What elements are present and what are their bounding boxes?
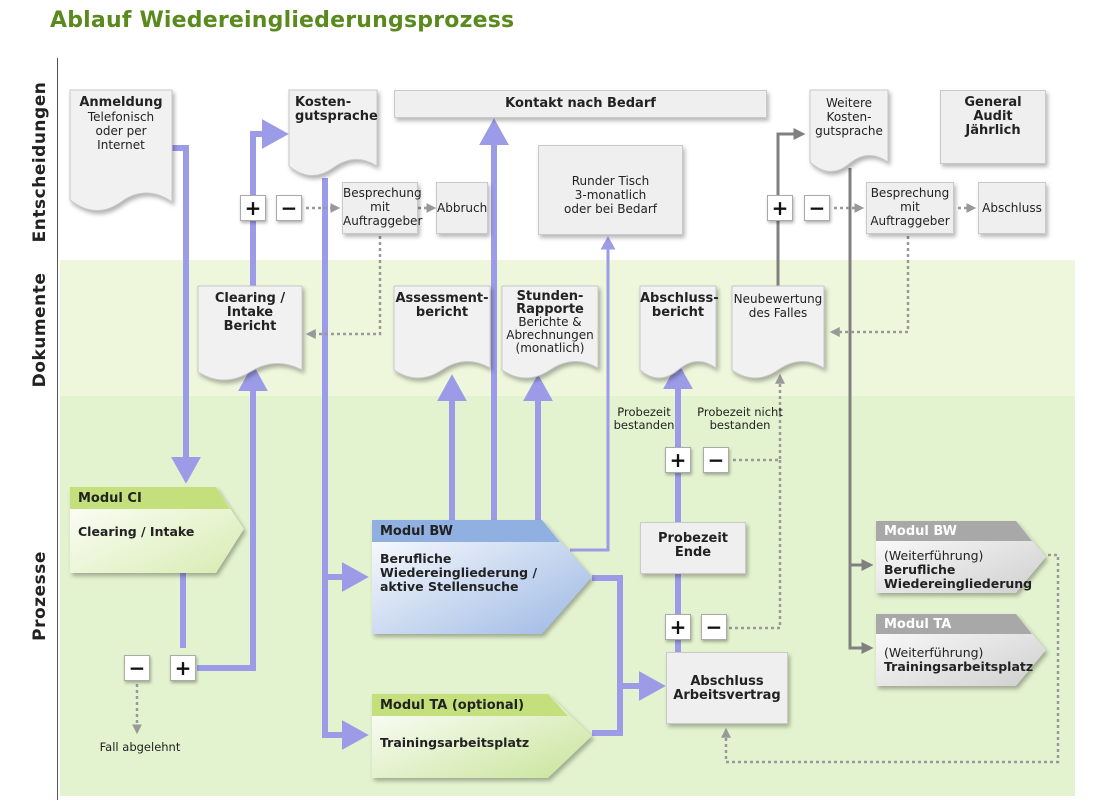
plus-sign-weitere: + — [767, 195, 793, 221]
abschluss-box: Abschluss — [978, 182, 1046, 234]
kostengutsprache-doc: Kosten- gutsprache — [288, 89, 378, 176]
plus-sign-ci: + — [170, 655, 196, 681]
minus-sign-av: − — [701, 614, 727, 640]
modul-ci: Modul CI Clearing / Intake — [70, 487, 244, 573]
abschluss-av-box: Abschluss Arbeitsvertrag — [666, 652, 788, 724]
kostengutsprache-label: Kosten- gutsprache — [295, 95, 378, 124]
abschlussbericht-doc: Abschluss- bericht — [639, 285, 719, 379]
dash-minus2-neubewertung — [729, 460, 782, 630]
modul-ta2-header: Modul TA — [884, 617, 952, 632]
modul-bw-body: Berufliche Wiedereingliederung / aktive … — [380, 551, 538, 594]
modul-ta-body: Trainingsarbeitsplatz — [380, 735, 530, 750]
probezeit-ende-box: Probezeit Ende — [640, 522, 746, 574]
modul-ci-header: Modul CI — [78, 491, 142, 506]
abschluss-av-label: Abschluss Arbeitsvertrag — [673, 674, 781, 703]
modul-ci-body: Clearing / Intake — [78, 524, 195, 539]
flow-bw-av — [592, 575, 666, 701]
besprechung1-label: Besprechung mit Auftraggeber — [343, 186, 423, 228]
assessment-label: Assessment- bericht — [395, 291, 489, 320]
fall-abgelehnt-label: Fall abgelehnt — [99, 740, 181, 754]
flow-neubewertung-weitere — [776, 128, 806, 286]
flow-weitere-bw2 — [848, 168, 874, 571]
lane-divider — [57, 58, 58, 800]
abschlussbericht-label: Abschluss- bericht — [640, 291, 719, 320]
dash-besprechung-clearing — [305, 236, 382, 339]
plus-sign-av: + — [665, 614, 691, 640]
modul-bw2-header: Modul BW — [884, 524, 957, 539]
plus-sign-kosten: + — [240, 195, 266, 221]
neubewertung-label: Neubewertung des Falles — [733, 292, 823, 320]
probezeit-bestanden-label: Probezeit bestanden — [613, 405, 675, 432]
runder-tisch-label: Runder Tisch 3-monatlich oder bei Bedarf — [564, 174, 657, 216]
assessment-doc: Assessment- bericht — [393, 285, 491, 379]
abschluss-label: Abschluss — [982, 201, 1042, 215]
kontakt-box: Kontakt nach Bedarf — [394, 90, 767, 118]
modul-ta-header: Modul TA (optional) — [380, 698, 525, 713]
modul-ta2-sub: (Weiterführung) — [884, 645, 984, 660]
besprechung1-box: Besprechung mit Auftraggeber — [342, 182, 422, 234]
probezeit-ende-label: Probezeit Ende — [657, 531, 729, 560]
weitere-kosten-doc: Weitere Kosten- gutsprache — [809, 89, 889, 172]
flow-bw-rundertisch — [570, 236, 616, 552]
clearing-bericht-doc: Clearing / Intake Bericht — [197, 285, 303, 381]
anmeldung-title: Anmeldung — [79, 95, 163, 110]
probezeit-nicht-label: Probezeit nicht bestanden — [697, 405, 783, 432]
dash-weiter-av — [721, 553, 1060, 764]
flow-ta-av — [592, 686, 623, 736]
minus-sign-ci: − — [124, 655, 150, 681]
modul-bw: Modul BW Berufliche Wiedereingliederung … — [372, 520, 592, 634]
weitere-kosten-label: Weitere Kosten- gutsprache — [815, 96, 883, 138]
modul-bw2-body: Berufliche Wiedereingliederung — [884, 562, 1033, 591]
abbruch-box: Abbruch — [436, 182, 488, 234]
flow-clearing-kosten — [250, 119, 289, 288]
abbruch-label: Abbruch — [437, 201, 488, 215]
anmeldung-subtitle: Telefonisch oder per Internet — [87, 110, 155, 152]
general-audit-box: General Audit Jährlich — [940, 90, 1046, 164]
clearing-bericht-label: Clearing / Intake Bericht — [214, 291, 286, 334]
stunden-title: Stunden- Rapporte — [516, 289, 584, 317]
runder-tisch-box: Runder Tisch 3-monatlich oder bei Bedarf — [538, 145, 683, 235]
modul-bw2-sub: (Weiterführung) — [884, 548, 984, 563]
plus-sign-probezeit: + — [665, 447, 691, 473]
modul-bw-weiterfuehrung: Modul BW (Weiterführung) Berufliche Wied… — [876, 521, 1046, 593]
modul-bw-header: Modul BW — [380, 524, 453, 539]
flow-anmeldung-ci — [171, 145, 201, 484]
modul-ta-weiterfuehrung: Modul TA (Weiterführung) Trainingsarbeit… — [876, 614, 1046, 686]
general-audit-label: General Audit Jährlich — [964, 95, 1022, 138]
modul-ta: Modul TA (optional) Trainingsarbeitsplat… — [372, 694, 592, 778]
flow-kosten-down — [322, 178, 369, 750]
besprechung2-box: Besprechung mit Auftraggeber — [866, 182, 954, 234]
minus-sign-weitere: − — [804, 195, 830, 221]
stunden-subtitle: Berichte & Abrechnungen (monatlich) — [506, 315, 594, 355]
modul-ta2-body: Trainingsarbeitsplatz — [884, 659, 1034, 674]
page-title: Ablauf Wiedereingliederungsprozess — [50, 8, 515, 33]
neubewertung-doc: Neubewertung des Falles — [731, 285, 825, 379]
besprechung2-label: Besprechung mit Auftraggeber — [870, 186, 950, 228]
kontakt-label: Kontakt nach Bedarf — [505, 96, 656, 111]
dash-besprechung2-neubewertung — [829, 236, 910, 337]
minus-sign-probezeit: − — [703, 447, 729, 473]
flow-weitere-ta2 — [848, 565, 874, 654]
minus-sign-kosten: − — [276, 195, 302, 221]
flow-plus-clearing — [197, 364, 268, 671]
